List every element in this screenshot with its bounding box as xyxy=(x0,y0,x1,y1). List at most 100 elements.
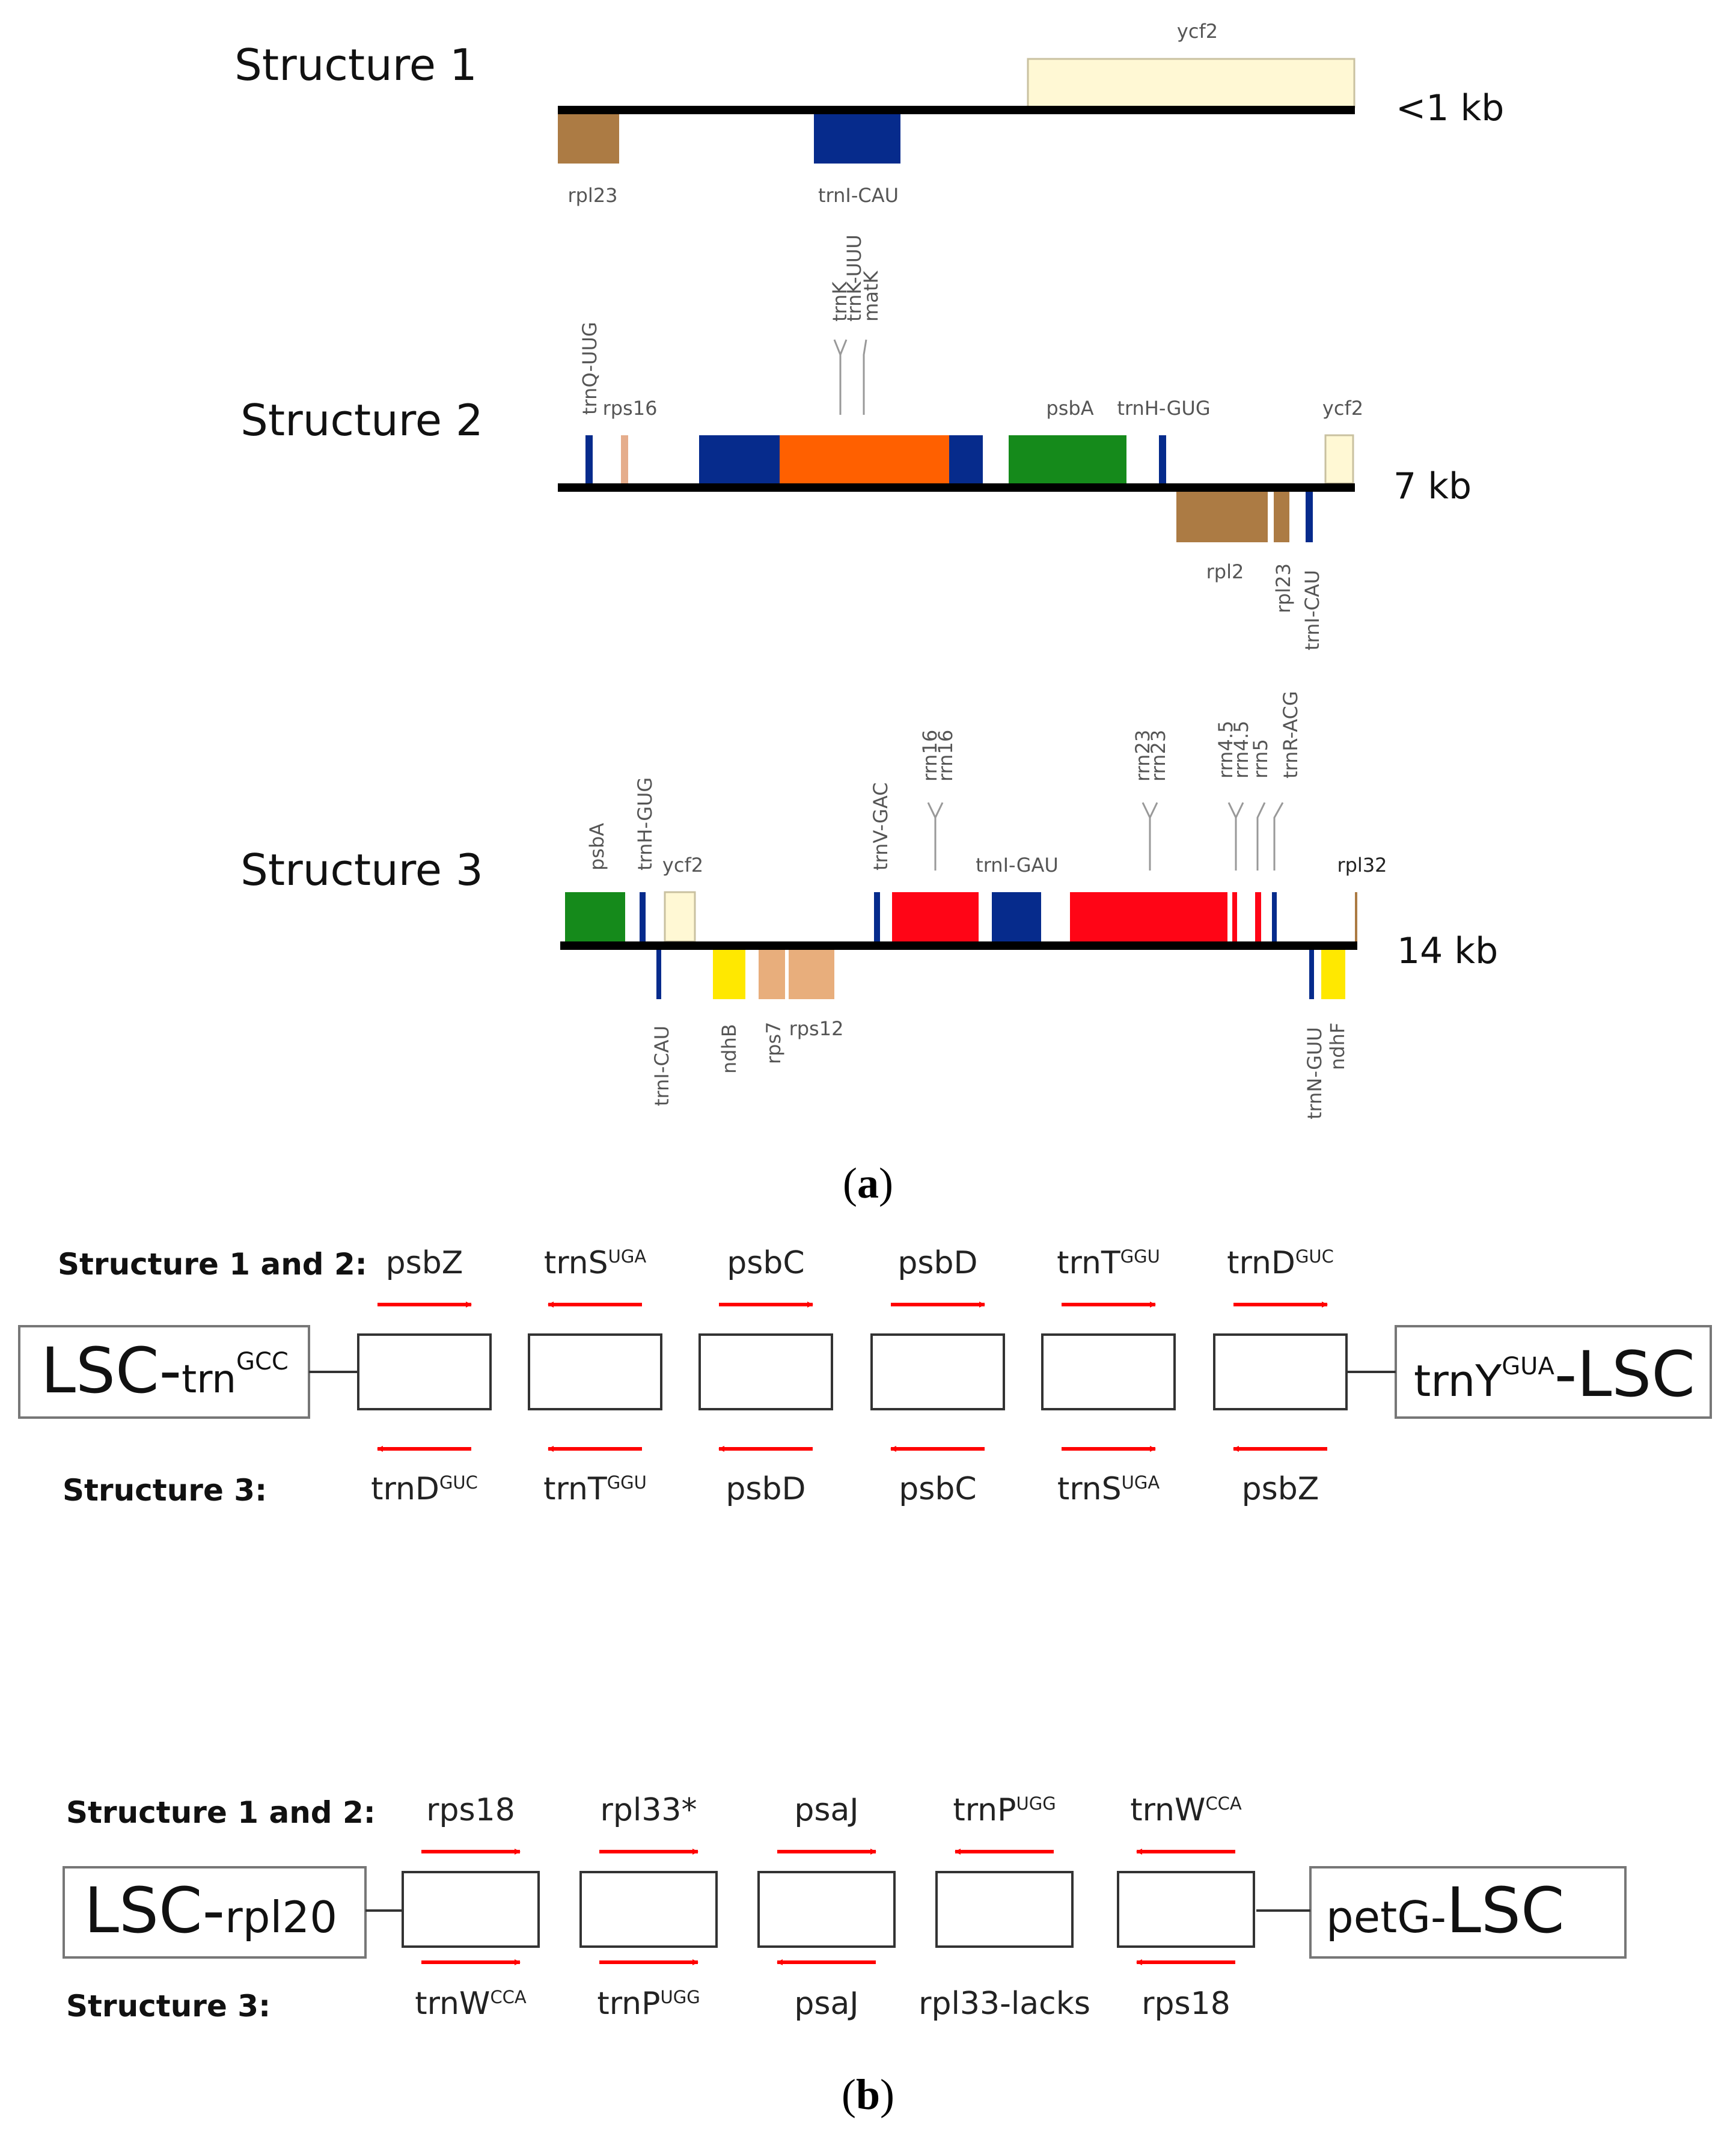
gene-label-bottom: rps18 xyxy=(1142,1986,1230,2022)
block-1-right-flank-label: trnYGUA-LSC xyxy=(1414,1338,1695,1411)
rps12-block xyxy=(789,950,834,999)
gene-label-top: rpl33* xyxy=(600,1792,697,1828)
gene-label-rrn16: rrn16 xyxy=(934,730,957,782)
gene-slot-box xyxy=(579,1871,718,1948)
block-2-right-flank-box xyxy=(1309,1866,1627,1959)
ndhF-block xyxy=(1321,950,1345,999)
gene-label-top: trnTGGU xyxy=(1057,1245,1160,1281)
gene-label-rrn4.5: rrn4.5 xyxy=(1214,721,1237,779)
gene-label-rps12: rps12 xyxy=(789,1017,844,1040)
block-2-left-flank-label: LSC-rpl20 xyxy=(84,1874,337,1947)
gene-label-top: trnPUGG xyxy=(953,1792,1056,1828)
gene-label-bottom: psbZ xyxy=(1242,1471,1319,1507)
trnR-ACG-callout-line xyxy=(1273,802,1284,871)
gene-label-top: trnWCCA xyxy=(1130,1792,1242,1828)
gene-label-top: psbC xyxy=(727,1245,804,1281)
structure-2-title: Structure 2 xyxy=(240,395,483,445)
rrn16-block xyxy=(892,892,979,941)
structure-1-title: Structure 1 xyxy=(234,40,477,90)
rrn16-callout-line xyxy=(927,802,944,871)
gene-label-ndhB: ndhB xyxy=(718,1024,741,1074)
gene-slot-box xyxy=(757,1871,896,1948)
block-2-bottom-label: Structure 3: xyxy=(66,1989,270,2024)
matK-callout-line xyxy=(863,339,867,415)
gene-label-rps16: rps16 xyxy=(603,397,658,420)
structure-1-size: <1 kb xyxy=(1396,87,1504,129)
gene-slot-box xyxy=(402,1871,540,1948)
rrn23-callout-line xyxy=(1142,802,1158,871)
rrn4.5-block xyxy=(1232,892,1237,941)
gene-label-bottom: trnSUGA xyxy=(1057,1471,1160,1507)
gene-label-bottom: trnDGUC xyxy=(371,1471,478,1507)
ycf2-block xyxy=(664,891,696,943)
gene-label-matK: matK xyxy=(860,271,882,322)
gene-order-block-1: Structure 1 and 2: Structure 3: LSC-trnG… xyxy=(18,1245,1712,1508)
gene-slot-box xyxy=(698,1333,833,1410)
gene-label-trnI-GAU: trnI-GAU xyxy=(976,854,1059,877)
trnH-GUG-block xyxy=(640,892,646,941)
structure-3-title: Structure 3 xyxy=(240,845,483,895)
rrn5-block xyxy=(1255,892,1261,941)
gene-label-rps7: rps7 xyxy=(762,1022,785,1065)
rpl23-block xyxy=(1274,492,1289,542)
gene-label-top: psbZ xyxy=(386,1245,463,1281)
rrn23-block xyxy=(1070,892,1227,941)
gene-label-rpl32: rpl32 xyxy=(1337,854,1387,877)
panel-a-caption: (a) xyxy=(843,1159,893,1207)
gene-slot-box xyxy=(357,1333,492,1410)
gene-label-bottom: psbC xyxy=(899,1471,976,1507)
trnN-GUU-block xyxy=(1309,950,1314,999)
structure-3-size: 14 kb xyxy=(1397,930,1498,972)
gene-label-bottom: rpl33-lacks xyxy=(918,1986,1090,2022)
block-1-right-flank-box xyxy=(1395,1325,1712,1419)
structure-2-size: 7 kb xyxy=(1393,465,1472,507)
rps7-block xyxy=(759,950,785,999)
block-2-left-flank-box xyxy=(63,1866,367,1959)
block-1-bottom-label: Structure 3: xyxy=(63,1473,267,1508)
psbA-block xyxy=(1009,435,1126,483)
genome-line xyxy=(560,941,1357,950)
rrn4.5-callout-line xyxy=(1227,802,1244,871)
rpl23-block xyxy=(558,114,619,164)
gene-label-bottom: psbD xyxy=(726,1471,805,1507)
ndhB-block xyxy=(713,950,745,999)
gene-label-rrn23: rrn23 xyxy=(1131,730,1154,782)
gene-label-ycf2: ycf2 xyxy=(1322,397,1363,420)
trnQ-UUG-block xyxy=(585,435,593,483)
gene-label-bottom: trnWCCA xyxy=(415,1986,527,2022)
gene-label-trnK-UUU: trnK-UUU xyxy=(843,234,866,322)
gene-label-top: trnSUGA xyxy=(544,1245,647,1281)
psbA-block xyxy=(565,892,625,941)
matK-block xyxy=(780,435,949,483)
gene-label-trnK: trnK xyxy=(828,281,851,322)
structure-2-map: Structure 2 trnQ-UUG rps16 trnK trnK-UUU… xyxy=(240,234,1472,650)
rpl32-block xyxy=(1355,892,1357,941)
rps16-block xyxy=(621,435,628,483)
gene-label-ndhF: ndhF xyxy=(1326,1023,1349,1070)
block-1-top-label: Structure 1 and 2: xyxy=(58,1247,367,1282)
trnK-UUU-exon-1 xyxy=(699,435,780,483)
trnK-UUU-exon-2 xyxy=(949,435,983,483)
ycf2-block xyxy=(1324,434,1354,485)
gene-slot-box xyxy=(528,1333,662,1410)
gene-label-top: psbD xyxy=(897,1245,977,1281)
gene-slot-box xyxy=(1041,1333,1176,1410)
gene-label-bottom: psaJ xyxy=(794,1986,858,2022)
gene-label-trnH-GUG: trnH-GUG xyxy=(634,777,656,871)
trnR-ACG-block xyxy=(1272,892,1277,941)
gene-label-rrn4.5: rrn4.5 xyxy=(1230,721,1253,779)
structure-1-map: Structure 1 ycf2 rpl23 trnI-CAU <1 kb xyxy=(234,20,1504,207)
gene-label-trnN-GUU: trnN-GUU xyxy=(1303,1027,1326,1119)
trnI-CAU-block xyxy=(1306,492,1313,542)
block-1-left-flank-label: LSC-trnGCC xyxy=(41,1334,289,1407)
gene-label-bottom: trnPUGG xyxy=(597,1986,700,2022)
gene-label-trnI-CAU: trnI-CAU xyxy=(818,184,899,207)
gene-label-top: trnDGUC xyxy=(1227,1245,1334,1281)
gene-label-ycf2: ycf2 xyxy=(1177,20,1218,43)
gene-label-psbA: psbA xyxy=(585,823,608,871)
trnI-CAU-block xyxy=(814,114,900,164)
block-2-top-label: Structure 1 and 2: xyxy=(66,1795,376,1830)
gene-label-top: psaJ xyxy=(794,1792,858,1828)
block-1-gene-slots: psbZ trnDGUC trnSUGA trnTGGU psbC psbD psbD psb… xyxy=(357,1245,1348,1507)
genome-line xyxy=(558,106,1355,114)
